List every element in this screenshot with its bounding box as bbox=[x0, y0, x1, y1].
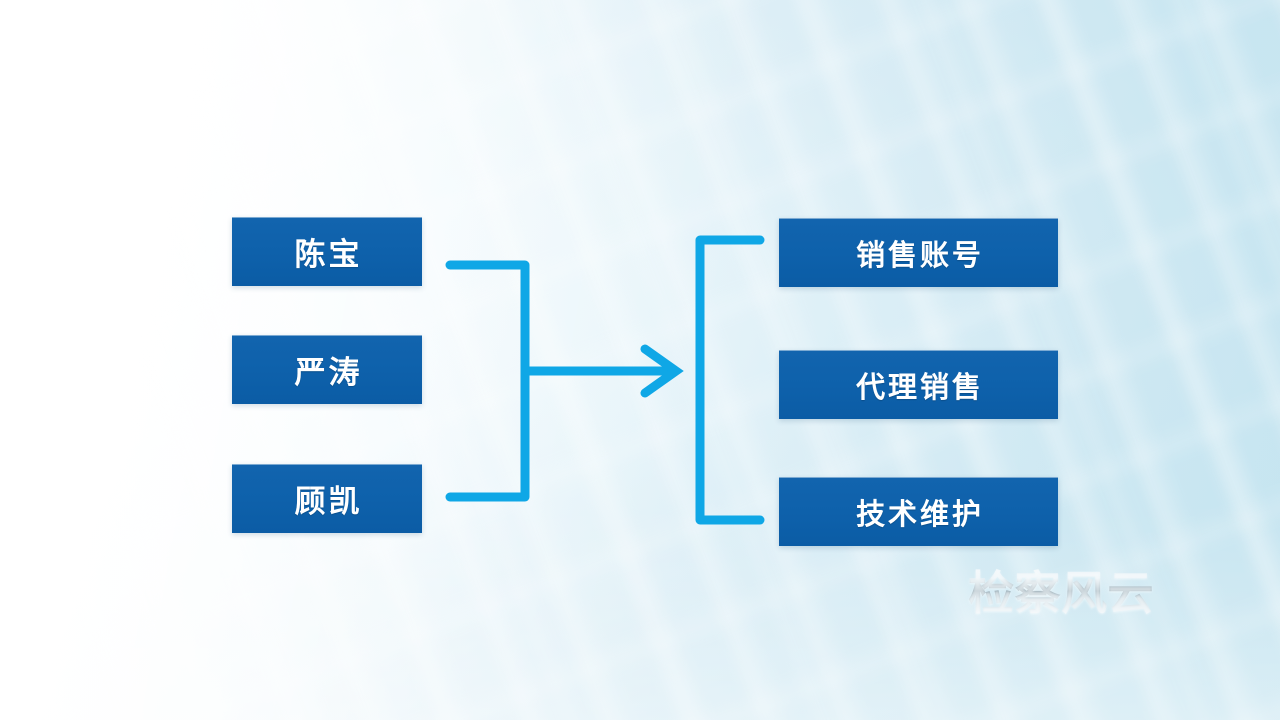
node-person-2[interactable]: 严涛 bbox=[232, 335, 422, 404]
node-person-1[interactable]: 陈宝 bbox=[232, 217, 422, 286]
node-role-2[interactable]: 代理销售 bbox=[779, 350, 1058, 419]
node-person-3[interactable]: 顾凯 bbox=[232, 464, 422, 533]
channel-watermark: 检察风云 bbox=[963, 563, 1159, 619]
node-role-3-label: 技术维护 bbox=[856, 498, 984, 531]
node-role-3[interactable]: 技术维护 bbox=[779, 477, 1058, 546]
node-person-3-label: 顾凯 bbox=[294, 484, 363, 519]
node-role-1[interactable]: 销售账号 bbox=[779, 218, 1058, 287]
node-person-2-label: 严涛 bbox=[294, 355, 363, 390]
node-role-1-label: 销售账号 bbox=[856, 239, 984, 272]
node-person-1-label: 陈宝 bbox=[294, 237, 363, 272]
node-role-2-label: 代理销售 bbox=[856, 371, 984, 404]
